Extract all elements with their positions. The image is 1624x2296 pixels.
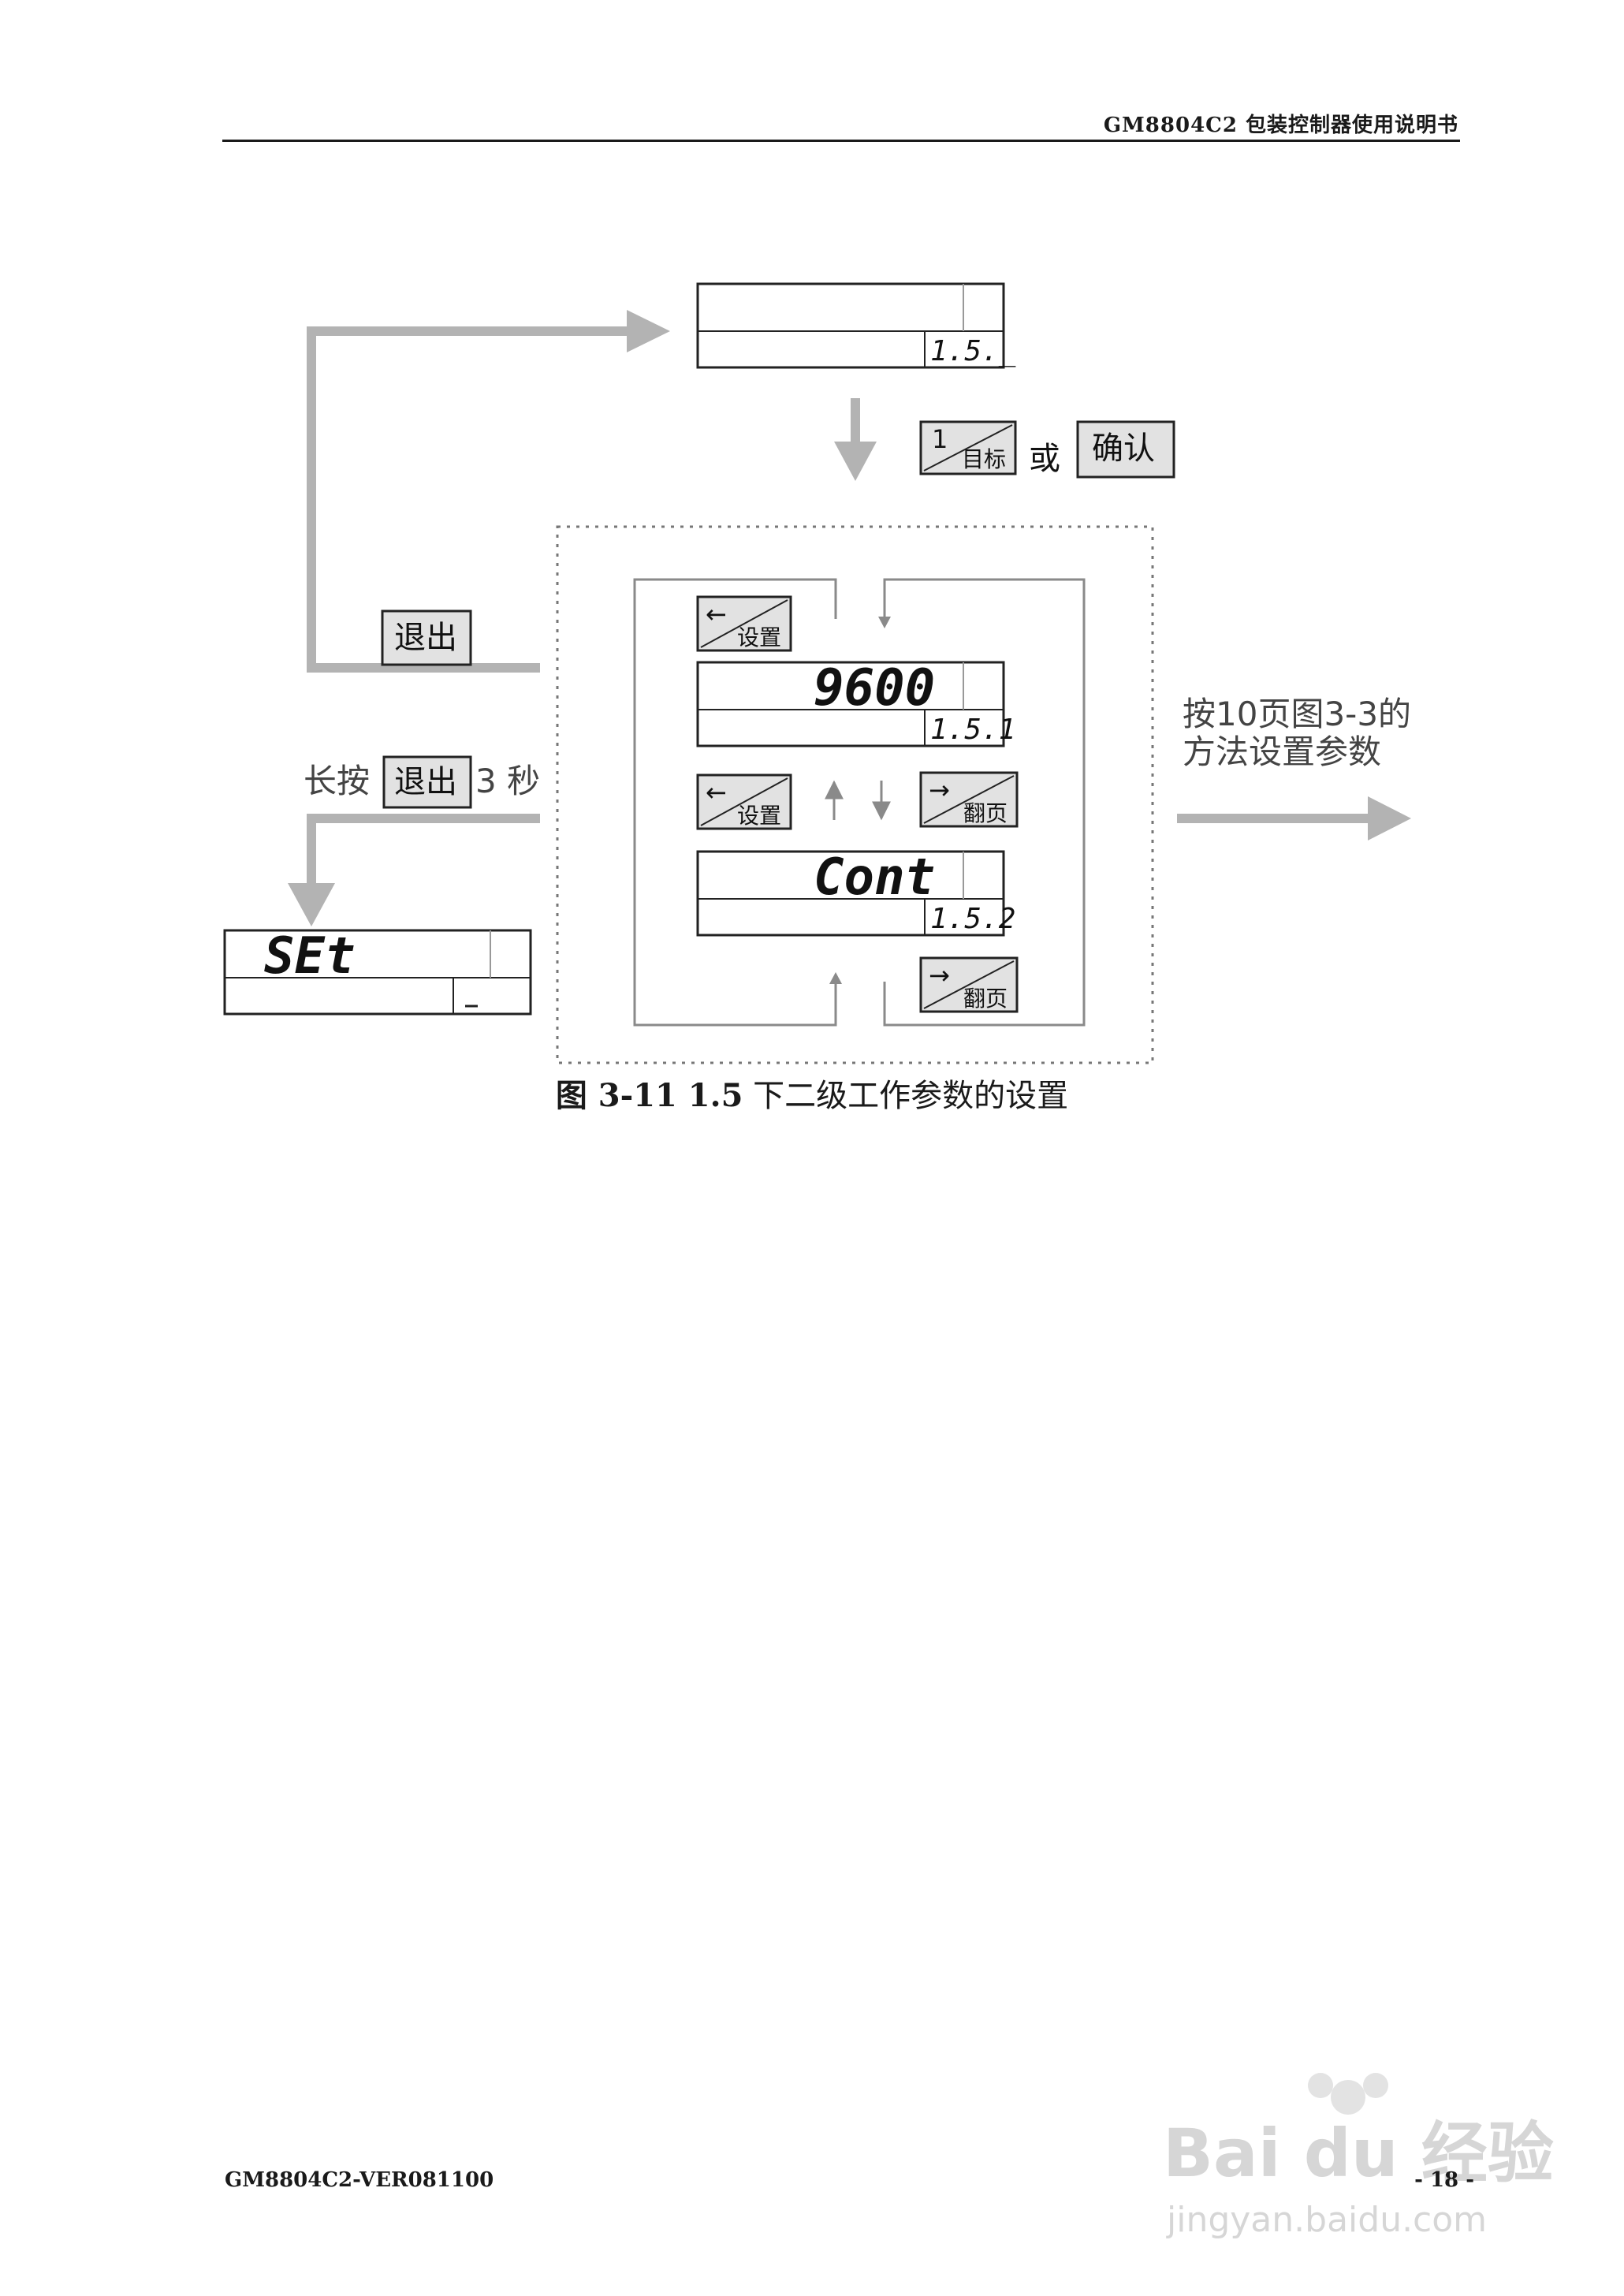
target-key-top: 1 — [932, 424, 948, 454]
header-rule — [222, 140, 1460, 142]
long-press-exit-key[interactable]: 退出 — [382, 755, 472, 809]
set-key-1-top: ← — [706, 599, 727, 629]
header-title: GM8804C2 包装控制器使用说明书 — [1103, 114, 1458, 137]
display-baud-sub: 1.5.1 — [930, 714, 1015, 746]
target-key-bottom: 目标 — [962, 446, 1006, 472]
display-baud-main: 9600 — [814, 659, 935, 718]
exit-key[interactable]: 退出 — [381, 609, 472, 666]
display-cont: Cont 1.5.2 — [696, 848, 1015, 937]
top-display: 1.5._ — [696, 282, 1016, 369]
top-display-sub: 1.5._ — [930, 335, 1016, 367]
set-key-2-top: ← — [706, 777, 727, 807]
page-key-1-bottom: 翻页 — [963, 800, 1008, 826]
long-press-exit-label: 退出 — [394, 764, 457, 800]
watermark-url: jingyan.baidu.com — [1166, 2200, 1487, 2240]
display-cont-sub: 1.5.2 — [930, 903, 1015, 935]
set-key-2[interactable]: ← 设置 — [696, 773, 792, 830]
baidu-watermark: Bai du 经验 jingyan.baidu.com — [1163, 2073, 1554, 2240]
long-press-suffix: 3 秒 — [475, 762, 540, 800]
flow-arrowheads — [288, 310, 1411, 926]
flow-lines — [307, 326, 1372, 887]
page-key-2-bottom: 翻页 — [963, 986, 1008, 1012]
display-set: SEt — [223, 927, 532, 1016]
page-key-1-top: → — [929, 775, 950, 805]
settings-loop-box — [556, 525, 1154, 1064]
inner-loop — [633, 578, 1086, 1027]
watermark-logo: Bai du 经验 — [1163, 2115, 1554, 2192]
caption-text: 下二级工作参数的设置 — [743, 1078, 1069, 1114]
flow-diagram: 1.5._ 1 目标 或 确认 ← 设置 9600 1.5.1 — [223, 282, 1411, 1064]
page-key-2[interactable]: → 翻页 — [919, 956, 1019, 1013]
display-set-main: SEt — [264, 927, 356, 986]
long-press-prefix: 长按 — [304, 762, 370, 800]
set-key-1-bottom: 设置 — [737, 624, 781, 650]
display-baud: 9600 1.5.1 — [696, 659, 1015, 747]
inner-loop-heads — [829, 617, 891, 984]
set-key-2-bottom: 设置 — [737, 803, 781, 829]
side-note-line2: 方法设置参数 — [1183, 732, 1381, 771]
confirm-key-label: 确认 — [1092, 430, 1155, 467]
display-cont-main: Cont — [814, 848, 935, 907]
confirm-key[interactable]: 确认 — [1076, 420, 1175, 479]
page-key-2-top: → — [929, 960, 950, 990]
footer-version: GM8804C2-VER081100 — [225, 2168, 494, 2192]
nav-arrows — [825, 780, 891, 821]
or-label: 或 — [1029, 441, 1060, 477]
target-key[interactable]: 1 目标 — [919, 420, 1017, 475]
figure-caption: 图 3-11 1.5 下二级工作参数的设置 — [0, 1070, 1624, 1116]
set-key-1[interactable]: ← 设置 — [696, 595, 792, 652]
caption-label: 图 3-11 1.5 — [555, 1077, 743, 1114]
exit-key-label: 退出 — [394, 620, 457, 656]
side-note-line1: 按10页图3-3的 — [1183, 695, 1411, 733]
page-key-1[interactable]: → 翻页 — [919, 771, 1019, 828]
footer-page-number: - 18 - — [1414, 2168, 1474, 2192]
